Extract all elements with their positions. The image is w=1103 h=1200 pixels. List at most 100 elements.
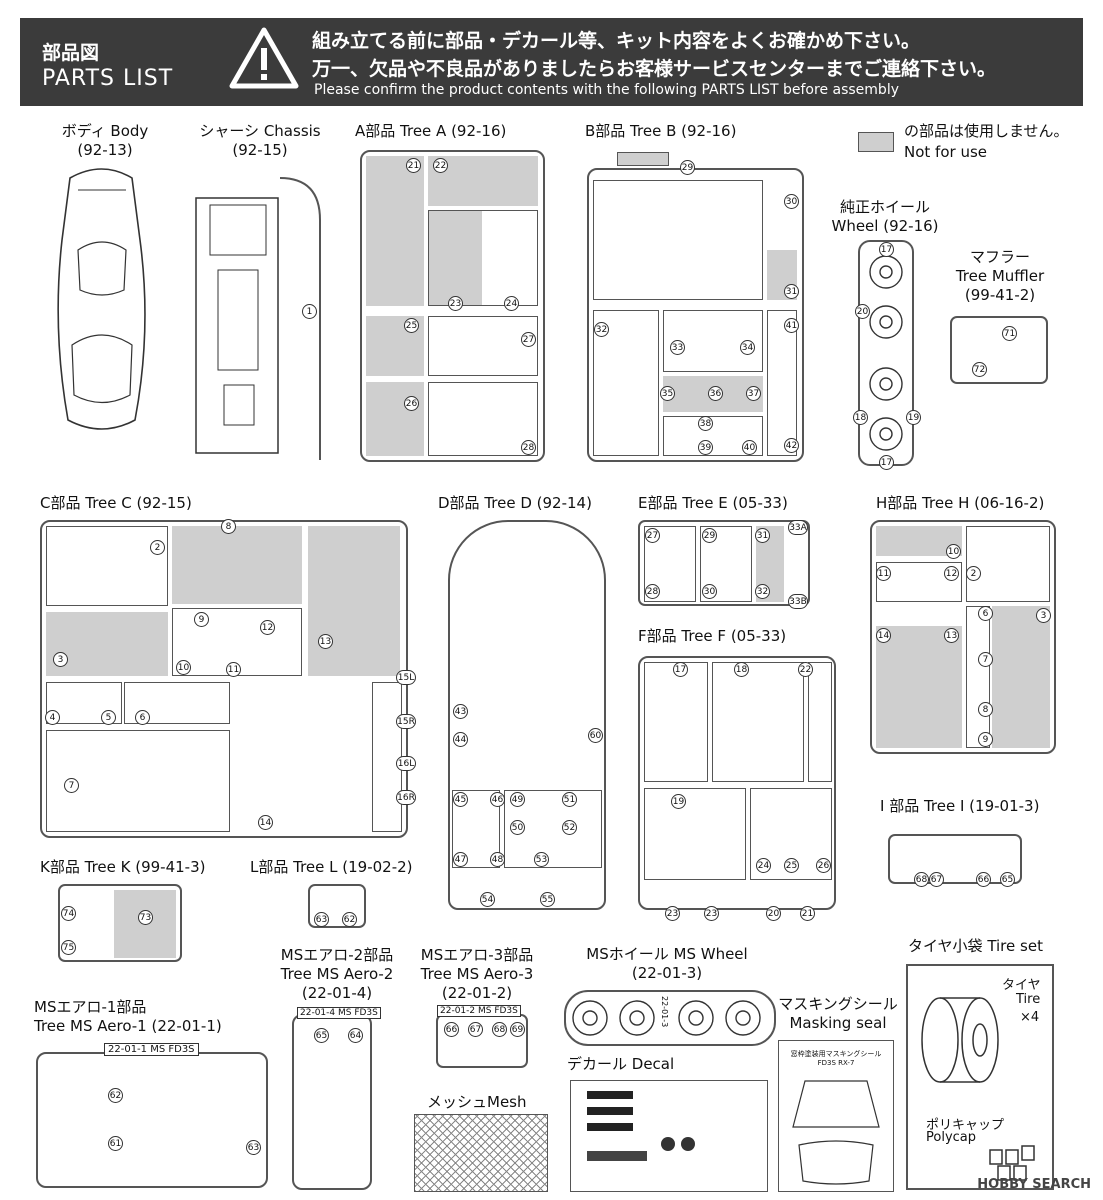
- label-line: (22-01-3): [631, 964, 703, 982]
- label-line: Tree MS Aero-2: [280, 965, 394, 983]
- label-line: K部品 Tree K (99-41-3): [40, 858, 206, 876]
- part-number: 9: [194, 612, 209, 627]
- part-number: 30: [784, 194, 799, 209]
- part-number: 13: [318, 634, 333, 649]
- part-number: 5: [101, 710, 116, 725]
- tree-e-frame: [638, 520, 810, 606]
- part-number: 53: [534, 852, 549, 867]
- part-number: 67: [468, 1022, 483, 1037]
- part-number: 29: [680, 160, 695, 175]
- label-line: MSエアロ-1部品: [34, 998, 147, 1016]
- muffler-tree-frame: [950, 316, 1048, 384]
- part-number: 24: [756, 858, 771, 873]
- label-line: Masking seal: [789, 1014, 887, 1032]
- part-number: 68: [492, 1022, 507, 1037]
- label-line: MSエアロ-2部品: [280, 946, 394, 964]
- part-number: 51: [562, 792, 577, 807]
- part-number: 23: [448, 296, 463, 311]
- part-number: 20: [855, 304, 870, 319]
- tree-h-frame: [870, 520, 1056, 754]
- part-number: 22: [433, 158, 448, 173]
- part-number: 8: [221, 519, 236, 534]
- body-label: ボディ Body(92-13): [50, 122, 160, 160]
- ms-aero-2-frame: [292, 1014, 372, 1190]
- tree-h-label: H部品 Tree H (06-16-2): [876, 494, 1044, 513]
- label-line: (99-41-2): [964, 286, 1036, 304]
- tire-jp-label: タイヤ: [1002, 978, 1041, 993]
- tree-e-label: E部品 Tree E (05-33): [638, 494, 788, 513]
- label-line: A部品 Tree A (92-16): [355, 122, 507, 140]
- part-number: 71: [1002, 326, 1017, 341]
- part-number: 65: [1000, 872, 1015, 887]
- warning-line-2: 万一、欠品や不良品がありましたらお客様サービスセンターまでご連絡下さい。: [312, 58, 997, 80]
- part-number: 7: [64, 778, 79, 793]
- part-number: 12: [944, 566, 959, 581]
- part-number: 28: [521, 440, 536, 455]
- tree-b-frame: [587, 168, 804, 462]
- label-line: マスキングシール: [778, 995, 898, 1013]
- part-number: 37: [746, 386, 761, 401]
- part-number: 41: [784, 318, 799, 333]
- part-number: 11: [226, 662, 241, 677]
- part-number: 30: [702, 584, 717, 599]
- part-number: 31: [784, 284, 799, 299]
- part-number: 45: [453, 792, 468, 807]
- part-number: 33B: [788, 594, 808, 609]
- part-number: 4: [45, 710, 60, 725]
- header-banner: 部品図 PARTS LIST 組み立てる前に部品・デカール等、キット内容をよくお…: [20, 18, 1083, 106]
- part-number: 62: [342, 912, 357, 927]
- part-number: 38: [698, 416, 713, 431]
- label-line: タイヤ小袋 Tire set: [908, 937, 1043, 955]
- label-line: C部品 Tree C (92-15): [40, 494, 192, 512]
- mesh-sheet: [414, 1114, 548, 1192]
- part-number: 17: [879, 242, 894, 257]
- part-number: 65: [314, 1028, 329, 1043]
- part-number: 62: [108, 1088, 123, 1103]
- label-line: H部品 Tree H (06-16-2): [876, 494, 1045, 512]
- part-number: 43: [453, 704, 468, 719]
- part-number: 28: [645, 584, 660, 599]
- label-line: MSエアロ-3部品: [420, 946, 534, 964]
- tree-i-label: I 部品 Tree I (19-01-3): [880, 797, 1039, 816]
- label-line: マフラー: [969, 248, 1030, 266]
- label-line: E部品 Tree E (05-33): [638, 494, 788, 512]
- label-line: (92-15): [232, 141, 288, 159]
- tree-f-frame: [638, 656, 836, 910]
- part-number: 7: [978, 652, 993, 667]
- ms-aero-2-tag: 22-01-4 MS FD3S: [297, 1007, 381, 1019]
- part-number: 60: [588, 728, 603, 743]
- tire-set-label: タイヤ小袋 Tire set: [908, 937, 1043, 956]
- tire-set-box: [906, 964, 1054, 1190]
- ms-wheel-tag: 22-01-3: [660, 996, 669, 1028]
- hobby-search-watermark: HOBBY SEARCH: [977, 1177, 1091, 1192]
- part-number: 19: [906, 410, 921, 425]
- tree-d-frame: [448, 520, 606, 910]
- part-number: 75: [61, 940, 76, 955]
- legend-jp: の部品は使用しません。: [904, 122, 1069, 140]
- part-number: 27: [521, 332, 536, 347]
- warning-triangle-icon: [229, 27, 299, 89]
- part-number: 36: [708, 386, 723, 401]
- part-number: 14: [876, 628, 891, 643]
- part-number: 32: [755, 584, 770, 599]
- chassis-label: シャーシ Chassis(92-15): [190, 122, 330, 160]
- label-line: MSホイール MS Wheel: [586, 945, 748, 963]
- page-title-jp: 部品図: [42, 42, 100, 64]
- part-number: 69: [510, 1022, 525, 1037]
- part-number: 25: [784, 858, 799, 873]
- masking-card-line-2: FD3S RX-7: [817, 1059, 855, 1067]
- part-number: 47: [453, 852, 468, 867]
- part-number: 67: [929, 872, 944, 887]
- part-number: 2: [966, 566, 981, 581]
- part-number: 8: [978, 702, 993, 717]
- part-number: 66: [976, 872, 991, 887]
- part-number: 18: [853, 410, 868, 425]
- part-number: 21: [800, 906, 815, 921]
- part-number: 16R: [396, 790, 416, 805]
- part-number: 26: [816, 858, 831, 873]
